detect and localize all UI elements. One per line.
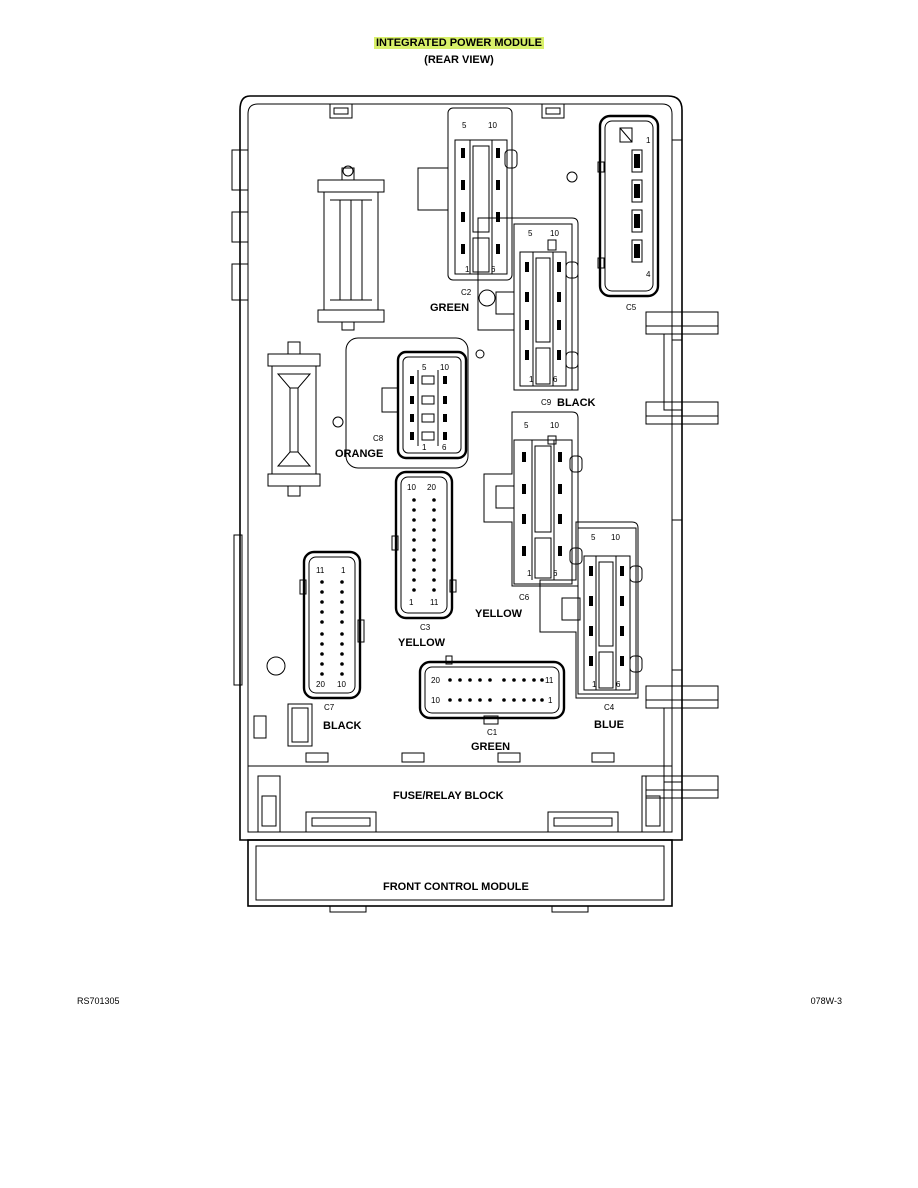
connector-c5: 1 4 C5 xyxy=(597,114,660,312)
c7-pin-20: 20 xyxy=(316,680,325,689)
c4-pin-10: 10 xyxy=(611,533,620,542)
c7-color: BLACK xyxy=(323,720,362,732)
c9-pin-6: 6 xyxy=(553,375,558,384)
c6-color: YELLOW xyxy=(475,608,523,620)
relay-mid-left xyxy=(267,341,321,497)
diagram-subtitle: (REAR VIEW) xyxy=(424,54,494,66)
c8-id: C8 xyxy=(373,434,384,443)
c6-pin-6: 6 xyxy=(553,569,558,578)
c2-pin-10: 10 xyxy=(488,121,497,130)
connector-c2: 5 10 1 6 C2 GREEN xyxy=(417,107,518,314)
c9-pin-10: 10 xyxy=(550,229,559,238)
connector-c3: 10 20 1 11 C3 YELLOW xyxy=(391,470,457,649)
front-control-module xyxy=(247,839,673,913)
c6-id: C6 xyxy=(519,593,530,602)
c5-pin-1: 1 xyxy=(646,136,651,145)
c2-pin-5: 5 xyxy=(462,121,467,130)
c4-pin-6: 6 xyxy=(616,680,621,689)
c1-pin-11: 11 xyxy=(545,676,554,685)
c7-pin-1: 1 xyxy=(341,566,346,575)
c3-pin-1: 1 xyxy=(409,598,414,607)
relay-top-left xyxy=(317,167,385,331)
connector-c7: 11 1 20 10 C7 BLACK xyxy=(299,550,365,732)
c7-pin-10: 10 xyxy=(337,680,346,689)
connector-c9: 5 10 1 6 C9 BLACK xyxy=(477,217,596,409)
c7-id: C7 xyxy=(324,703,335,712)
c2-id: C2 xyxy=(461,288,472,297)
c1-pin-10: 10 xyxy=(431,696,440,705)
c9-id: C9 xyxy=(541,398,552,407)
c6-pin-1: 1 xyxy=(527,569,532,578)
c1-pin-1: 1 xyxy=(548,696,553,705)
c5-id: C5 xyxy=(626,303,637,312)
c1-pin-20: 20 xyxy=(431,676,440,685)
c6-pin-5: 5 xyxy=(524,421,529,430)
connector-c1: 20 11 10 1 C1 GREEN xyxy=(418,655,566,753)
fuse-relay-block-label: FUSE/RELAY BLOCK xyxy=(393,790,504,802)
c3-id: C3 xyxy=(420,623,431,632)
c9-pin-5: 5 xyxy=(528,229,533,238)
diagram-title-text: INTEGRATED POWER MODULE xyxy=(373,37,544,49)
c8-pin-1: 1 xyxy=(422,443,427,452)
c2-pin-6: 6 xyxy=(491,265,496,274)
c2-pin-1: 1 xyxy=(465,265,470,274)
c4-pin-5: 5 xyxy=(591,533,596,542)
c3-pin-20: 20 xyxy=(427,483,436,492)
c6-pin-10: 10 xyxy=(550,421,559,430)
c9-pin-1: 1 xyxy=(529,375,534,384)
front-control-module-label: FRONT CONTROL MODULE xyxy=(383,881,529,893)
c8-color: ORANGE xyxy=(335,448,383,460)
c3-color: YELLOW xyxy=(398,637,446,649)
c3-pin-10: 10 xyxy=(407,483,416,492)
c4-id: C4 xyxy=(604,703,615,712)
connector-c8: 5 10 1 6 C8 ORANGE xyxy=(335,337,485,469)
c4-pin-1: 1 xyxy=(592,680,597,689)
c4-color: BLUE xyxy=(594,719,624,731)
module-housing xyxy=(231,95,719,841)
c9-color: BLACK xyxy=(557,397,596,409)
diagram-title: INTEGRATED POWER MODULE xyxy=(0,37,918,49)
c8-pin-10: 10 xyxy=(440,363,449,372)
connector-c6: 5 10 1 6 C6 YELLOW xyxy=(475,411,583,620)
figure-code-right: 078W-3 xyxy=(810,996,842,1006)
c1-color: GREEN xyxy=(471,741,510,753)
c7-pin-11: 11 xyxy=(316,566,325,575)
c2-color: GREEN xyxy=(430,302,469,314)
connector-c4: 5 10 1 6 C4 BLUE xyxy=(539,521,643,731)
figure-code-left: RS701305 xyxy=(77,996,120,1006)
c1-id: C1 xyxy=(487,728,498,737)
c8-pin-5: 5 xyxy=(422,363,427,372)
c8-pin-6: 6 xyxy=(442,443,447,452)
c5-pin-4: 4 xyxy=(646,270,651,279)
c3-pin-11: 11 xyxy=(430,598,439,607)
